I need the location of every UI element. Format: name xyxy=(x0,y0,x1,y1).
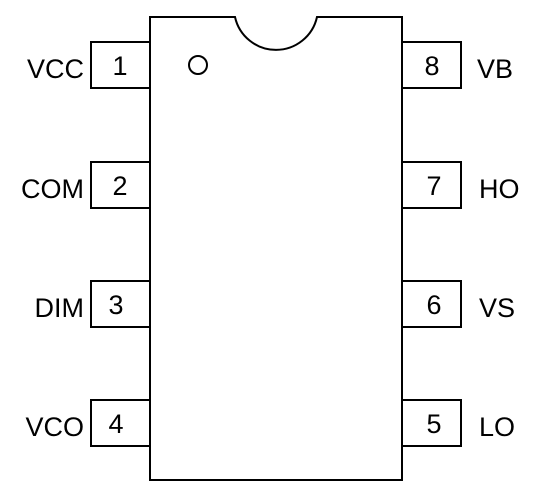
pin-label-1: VCC xyxy=(27,54,84,84)
left-pin-1: 1 VCC xyxy=(27,41,151,89)
left-pin-4: 4 VCO xyxy=(25,399,151,447)
left-pin-3: 3 DIM xyxy=(35,280,151,328)
pin-box-2 xyxy=(90,161,151,209)
pin-label-4: VCO xyxy=(25,412,84,442)
pin1-indicator-dot xyxy=(188,55,208,75)
pin-box-8 xyxy=(401,41,462,89)
pin-label-8: VB xyxy=(477,54,513,84)
pin-number-4: 4 xyxy=(108,409,123,439)
right-pin-6: 6 VS xyxy=(401,280,515,328)
pin-number-8: 8 xyxy=(424,51,439,81)
right-pin-7: 7 HO xyxy=(401,161,520,209)
pin-box-1 xyxy=(90,41,151,89)
pin-number-1: 1 xyxy=(112,51,127,81)
pin-box-3 xyxy=(90,280,151,328)
pin-number-2: 2 xyxy=(112,171,127,201)
pin-number-6: 6 xyxy=(426,290,441,320)
pin-label-2: COM xyxy=(21,174,84,204)
pin-label-7: HO xyxy=(479,174,520,204)
ic-package-body xyxy=(149,16,403,481)
pin-box-5 xyxy=(401,399,462,447)
right-pin-8: 8 VB xyxy=(401,41,513,89)
right-pin-5: 5 LO xyxy=(401,399,515,447)
pin-label-3: DIM xyxy=(35,293,85,323)
pin-label-6: VS xyxy=(479,293,515,323)
pin-box-6 xyxy=(401,280,462,328)
pin-box-4 xyxy=(90,399,151,447)
pin-number-5: 5 xyxy=(426,409,441,439)
pin-label-5: LO xyxy=(479,412,515,442)
pin-box-7 xyxy=(401,161,462,209)
left-pin-2: 2 COM xyxy=(21,161,151,209)
pin-number-7: 7 xyxy=(426,171,441,201)
pin-number-3: 3 xyxy=(108,290,123,320)
